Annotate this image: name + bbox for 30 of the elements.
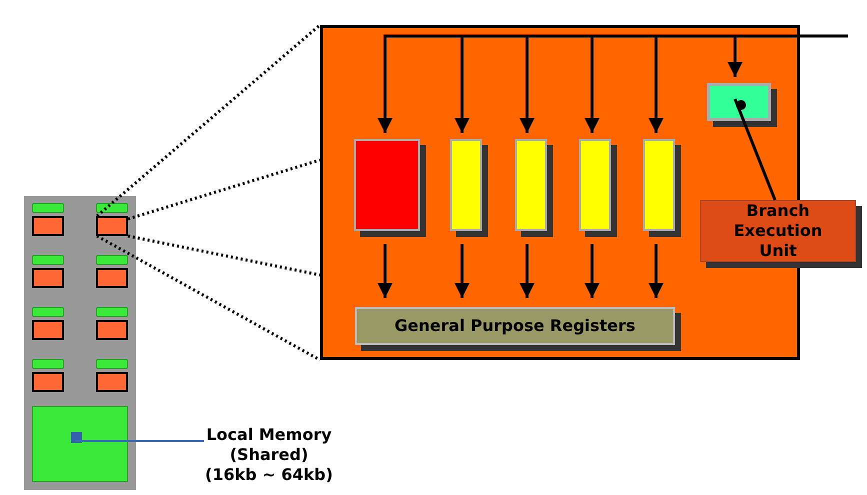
core-box xyxy=(32,268,64,288)
core-box xyxy=(32,216,64,236)
core-bar xyxy=(96,307,128,317)
zoom-line xyxy=(128,158,320,220)
arrow xyxy=(520,244,534,298)
zoom-line xyxy=(128,234,320,276)
zoom-line xyxy=(96,234,321,362)
memory-label: Local Memory (Shared) (16kb ~ 64kb) xyxy=(204,424,334,486)
core-bar xyxy=(32,307,64,317)
core-box xyxy=(96,216,128,236)
arrow xyxy=(648,244,664,298)
leader-line xyxy=(75,440,204,442)
core-bar xyxy=(96,203,128,213)
core-bar xyxy=(96,255,128,265)
arrow xyxy=(378,244,392,298)
multiprocessor-panel xyxy=(24,196,136,490)
core-bar xyxy=(32,203,64,213)
core-box xyxy=(32,320,64,340)
leader-line xyxy=(734,98,776,201)
core-bar xyxy=(96,359,128,369)
arrow xyxy=(454,244,470,298)
core-box xyxy=(32,372,64,392)
memory-block xyxy=(32,406,128,482)
core-bar xyxy=(32,255,64,265)
core-box xyxy=(96,320,128,340)
zoom-line xyxy=(96,24,321,218)
arrow xyxy=(584,244,600,298)
core-bar xyxy=(32,359,64,369)
core-box xyxy=(96,268,128,288)
core-box xyxy=(96,372,128,392)
